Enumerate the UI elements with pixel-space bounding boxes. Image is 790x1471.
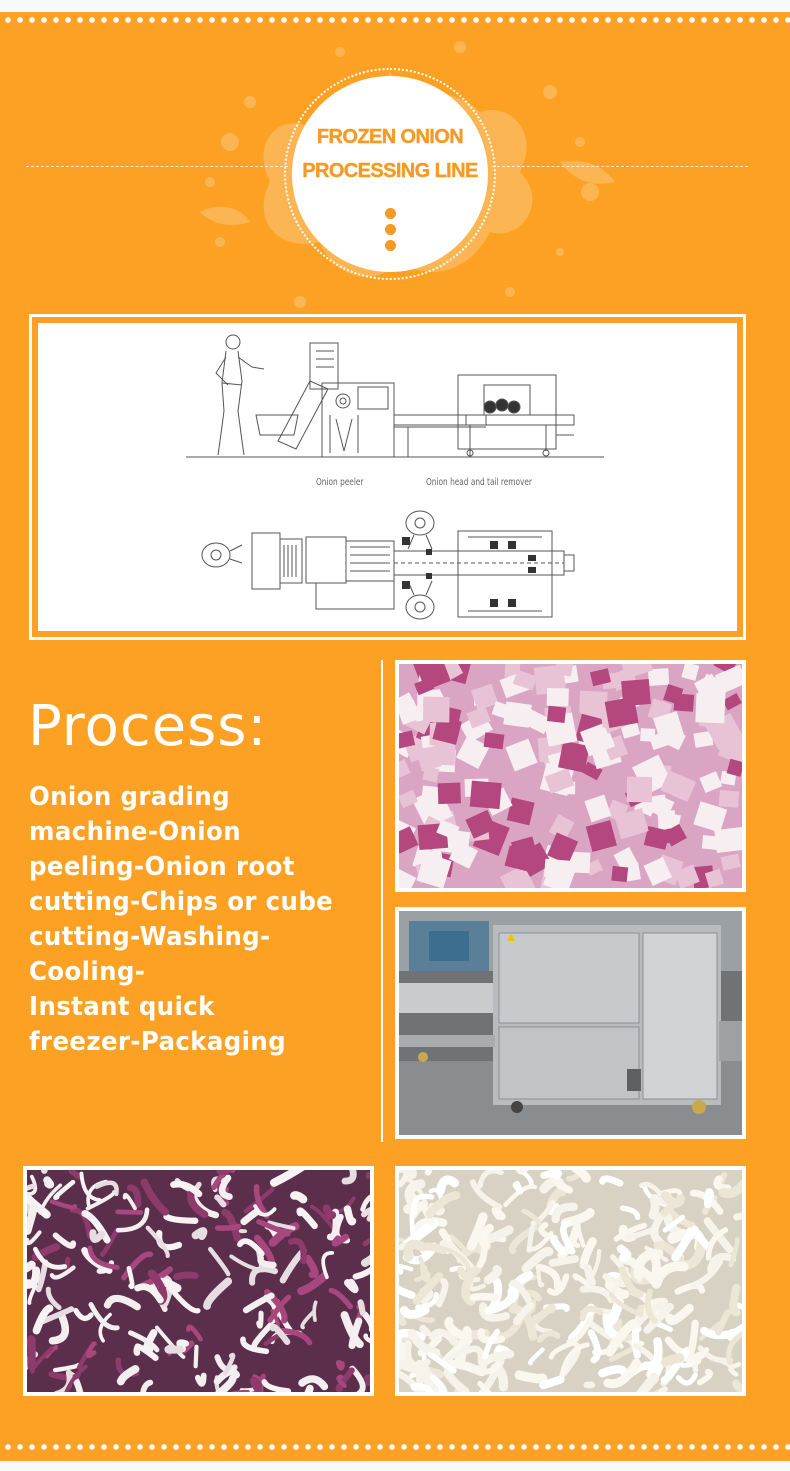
diagram-frame [29, 314, 746, 640]
white-onion-strips-photo [395, 1166, 746, 1396]
diced-onion-photo [395, 660, 746, 892]
processing-line-diagram: Onion peeler Onion head and tail remover [38, 323, 737, 631]
process-heading: Process: [28, 694, 268, 759]
top-dotted-border [0, 16, 790, 24]
left-dashed-line [26, 166, 288, 167]
bottom-dotted-border [0, 1443, 790, 1451]
title-badge: FROZEN ONION PROCESSING LINE [292, 76, 488, 272]
caption-onion-peeler: Onion peeler [316, 477, 364, 488]
badge-dot [385, 208, 396, 219]
cutting-machine-photo [395, 907, 746, 1139]
sliced-red-onion-photo [23, 1166, 374, 1396]
right-dashed-line [492, 166, 748, 167]
badge-title-line1: FROZEN ONION [316, 126, 464, 148]
badge-title-line2: PROCESSING LINE [302, 160, 478, 182]
badge-dotted-ring [284, 68, 496, 280]
product-detail-page: FROZEN ONION PROCESSING LINE [0, 12, 790, 1461]
badge-dot [385, 240, 396, 251]
machine-drawing [186, 334, 604, 620]
caption-head-tail-remover: Onion head and tail remover [426, 477, 532, 488]
vertical-divider [381, 660, 383, 1142]
process-description: Onion grading machine-Onion peeling-Onio… [29, 782, 334, 1057]
badge-dot [385, 224, 396, 235]
